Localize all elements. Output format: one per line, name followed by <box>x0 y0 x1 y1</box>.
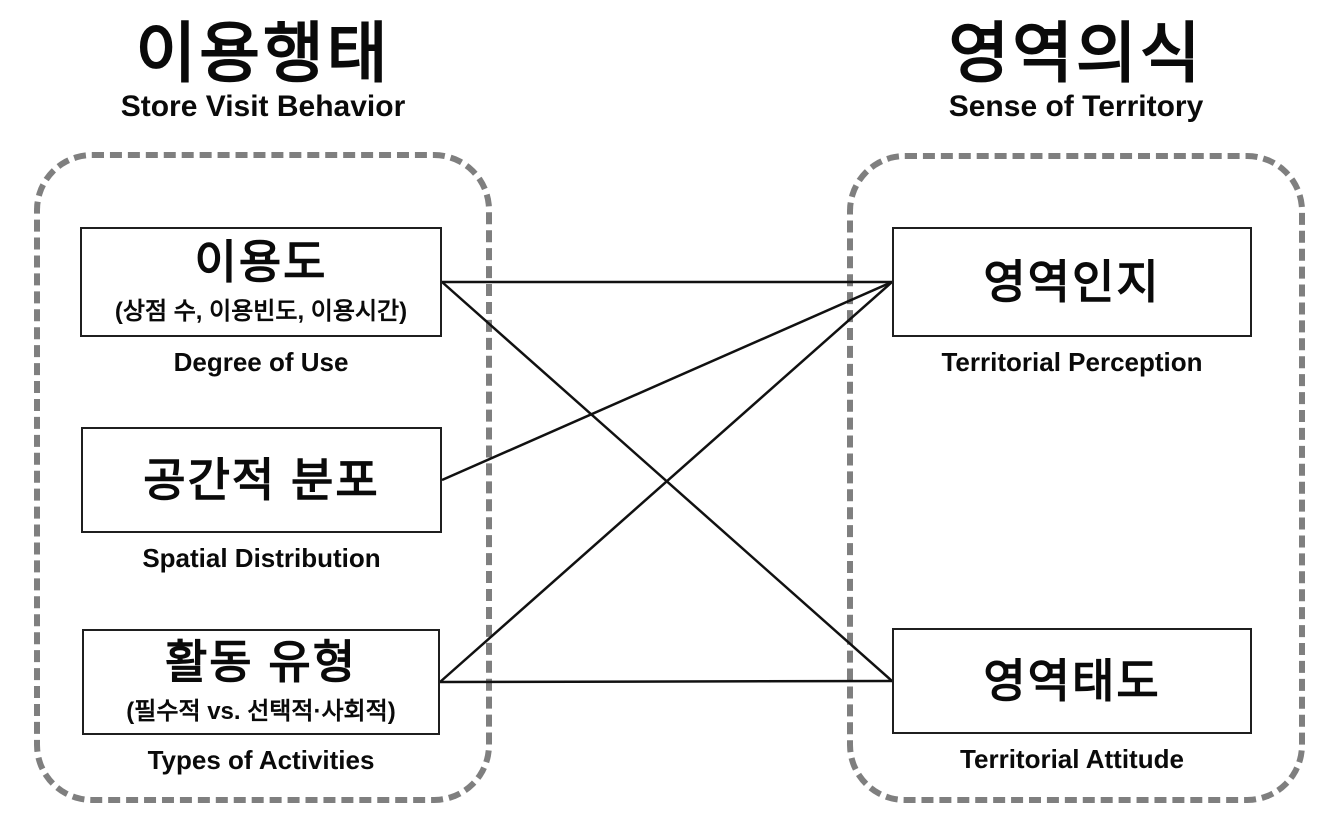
degree-of-use-detail: (상점 수, 이용빈도, 이용시간) <box>114 297 408 325</box>
types-of-activities-box: 활동 유형 (필수적 vs. 선택적·사회적) <box>82 629 440 735</box>
types-of-activities-detail: (필수적 vs. 선택적·사회적) <box>126 697 396 725</box>
node-types-of-activities: 활동 유형 (필수적 vs. 선택적·사회적) Types of Activit… <box>82 629 440 776</box>
territorial-perception-english-caption: Territorial Perception <box>941 347 1203 377</box>
spatial-distribution-box: 공간적 분포 <box>81 427 442 533</box>
territorial-perception-box: 영역인지 <box>892 227 1252 337</box>
right-title-english: Sense of Territory <box>948 90 1204 124</box>
spatial-distribution-korean-label: 공간적 분포 <box>143 453 380 506</box>
left-title-korean: 이용행태 <box>135 16 391 90</box>
types-of-activities-korean-label: 활동 유형 <box>164 636 358 689</box>
territorial-attitude-english-caption: Territorial Attitude <box>960 744 1184 774</box>
node-territorial-attitude: 영역태도 Territorial Attitude <box>892 628 1252 775</box>
degree-of-use-korean-label: 이용도 <box>194 236 328 289</box>
territorial-attitude-korean-label: 영역태도 <box>983 654 1161 707</box>
spatial-distribution-english-caption: Spatial Distribution <box>142 543 381 573</box>
left-title-english: Store Visit Behavior <box>120 90 406 124</box>
node-degree-of-use: 이용도 (상점 수, 이용빈도, 이용시간) Degree of Use <box>80 227 442 378</box>
degree-of-use-box: 이용도 (상점 수, 이용빈도, 이용시간) <box>80 227 442 337</box>
left-group-title: 이용행태 Store Visit Behavior <box>34 16 492 124</box>
territorial-perception-korean-label: 영역인지 <box>983 255 1161 308</box>
node-spatial-distribution: 공간적 분포 Spatial Distribution <box>81 427 442 574</box>
degree-of-use-english-caption: Degree of Use <box>173 347 349 377</box>
right-title-korean: 영역의식 <box>948 16 1204 90</box>
node-territorial-perception: 영역인지 Territorial Perception <box>892 227 1252 378</box>
territorial-attitude-box: 영역태도 <box>892 628 1252 734</box>
types-of-activities-english-caption: Types of Activities <box>147 745 375 775</box>
right-group-title: 영역의식 Sense of Territory <box>847 16 1305 124</box>
